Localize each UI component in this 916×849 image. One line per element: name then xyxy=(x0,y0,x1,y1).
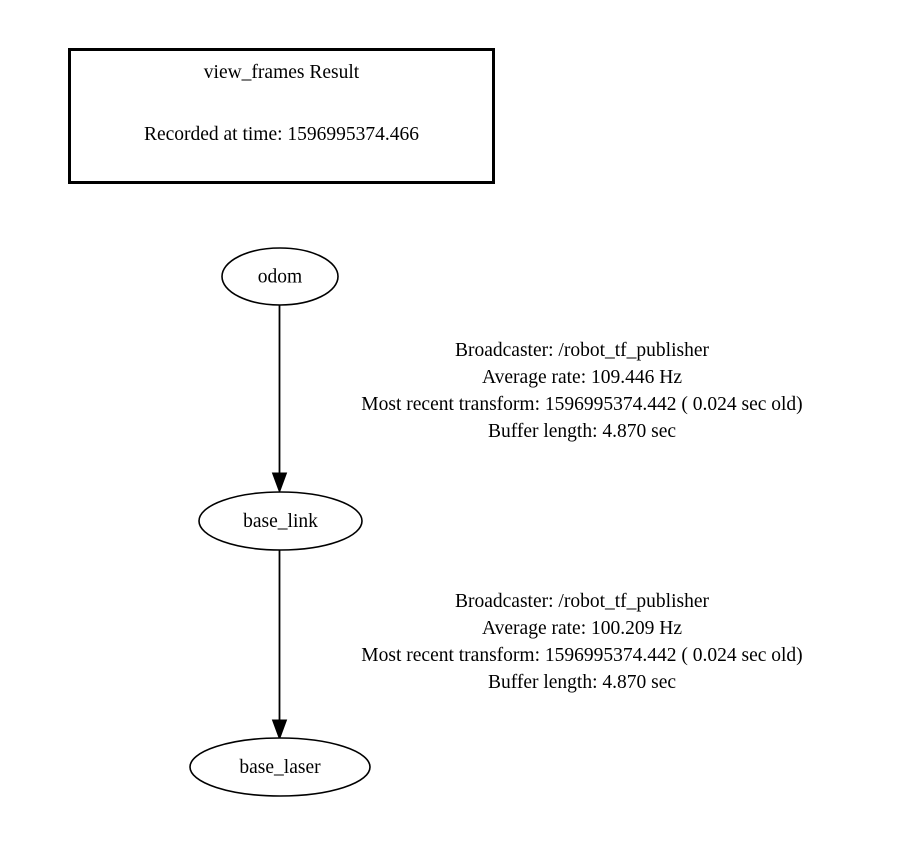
node-base_link-label: base_link xyxy=(243,511,318,532)
node-odom[interactable]: odom xyxy=(221,247,339,306)
node-base_link[interactable]: base_link xyxy=(198,491,363,551)
node-odom-label: odom xyxy=(258,266,302,287)
edge-label-buffer-length: Buffer length: 4.870 sec xyxy=(487,421,677,442)
node-base_laser-ellipse[interactable] xyxy=(189,737,371,797)
node-base_link-ellipse[interactable] xyxy=(198,491,363,551)
edge-label-broadcaster: Broadcaster: /robot_tf_publisher xyxy=(455,340,709,361)
edge-base_link-base_laser xyxy=(271,550,288,741)
edge-label-most-recent-transform: Most recent transform: 1596995374.442 ( … xyxy=(361,645,803,666)
node-base_laser-label: base_laser xyxy=(239,757,321,778)
node-base_laser[interactable]: base_laser xyxy=(189,737,371,797)
edge-label-odom-base_link: Broadcaster: /robot_tf_publisher Average… xyxy=(282,337,882,445)
edge-label-average-rate: Average rate: 109.446 Hz xyxy=(482,367,682,388)
page-title: view_frames Result xyxy=(203,62,360,83)
edge-label-broadcaster: Broadcaster: /robot_tf_publisher xyxy=(455,591,709,612)
edge-label-buffer-length: Buffer length: 4.870 sec xyxy=(487,672,677,693)
arrowhead-base_link-base_laser xyxy=(271,719,288,741)
edge-label-average-rate: Average rate: 100.209 Hz xyxy=(482,618,682,639)
recorded-at-time: Recorded at time: 1596995374.466 xyxy=(143,124,420,145)
edge-label-most-recent-transform: Most recent transform: 1596995374.442 ( … xyxy=(361,394,803,415)
result-box: view_frames Result Recorded at time: 159… xyxy=(68,48,495,184)
node-odom-ellipse[interactable] xyxy=(221,247,339,306)
edge-label-base_link-base_laser: Broadcaster: /robot_tf_publisher Average… xyxy=(282,588,882,696)
arrowhead-odom-base_link xyxy=(271,472,288,494)
edge-odom-base_link xyxy=(271,305,288,494)
